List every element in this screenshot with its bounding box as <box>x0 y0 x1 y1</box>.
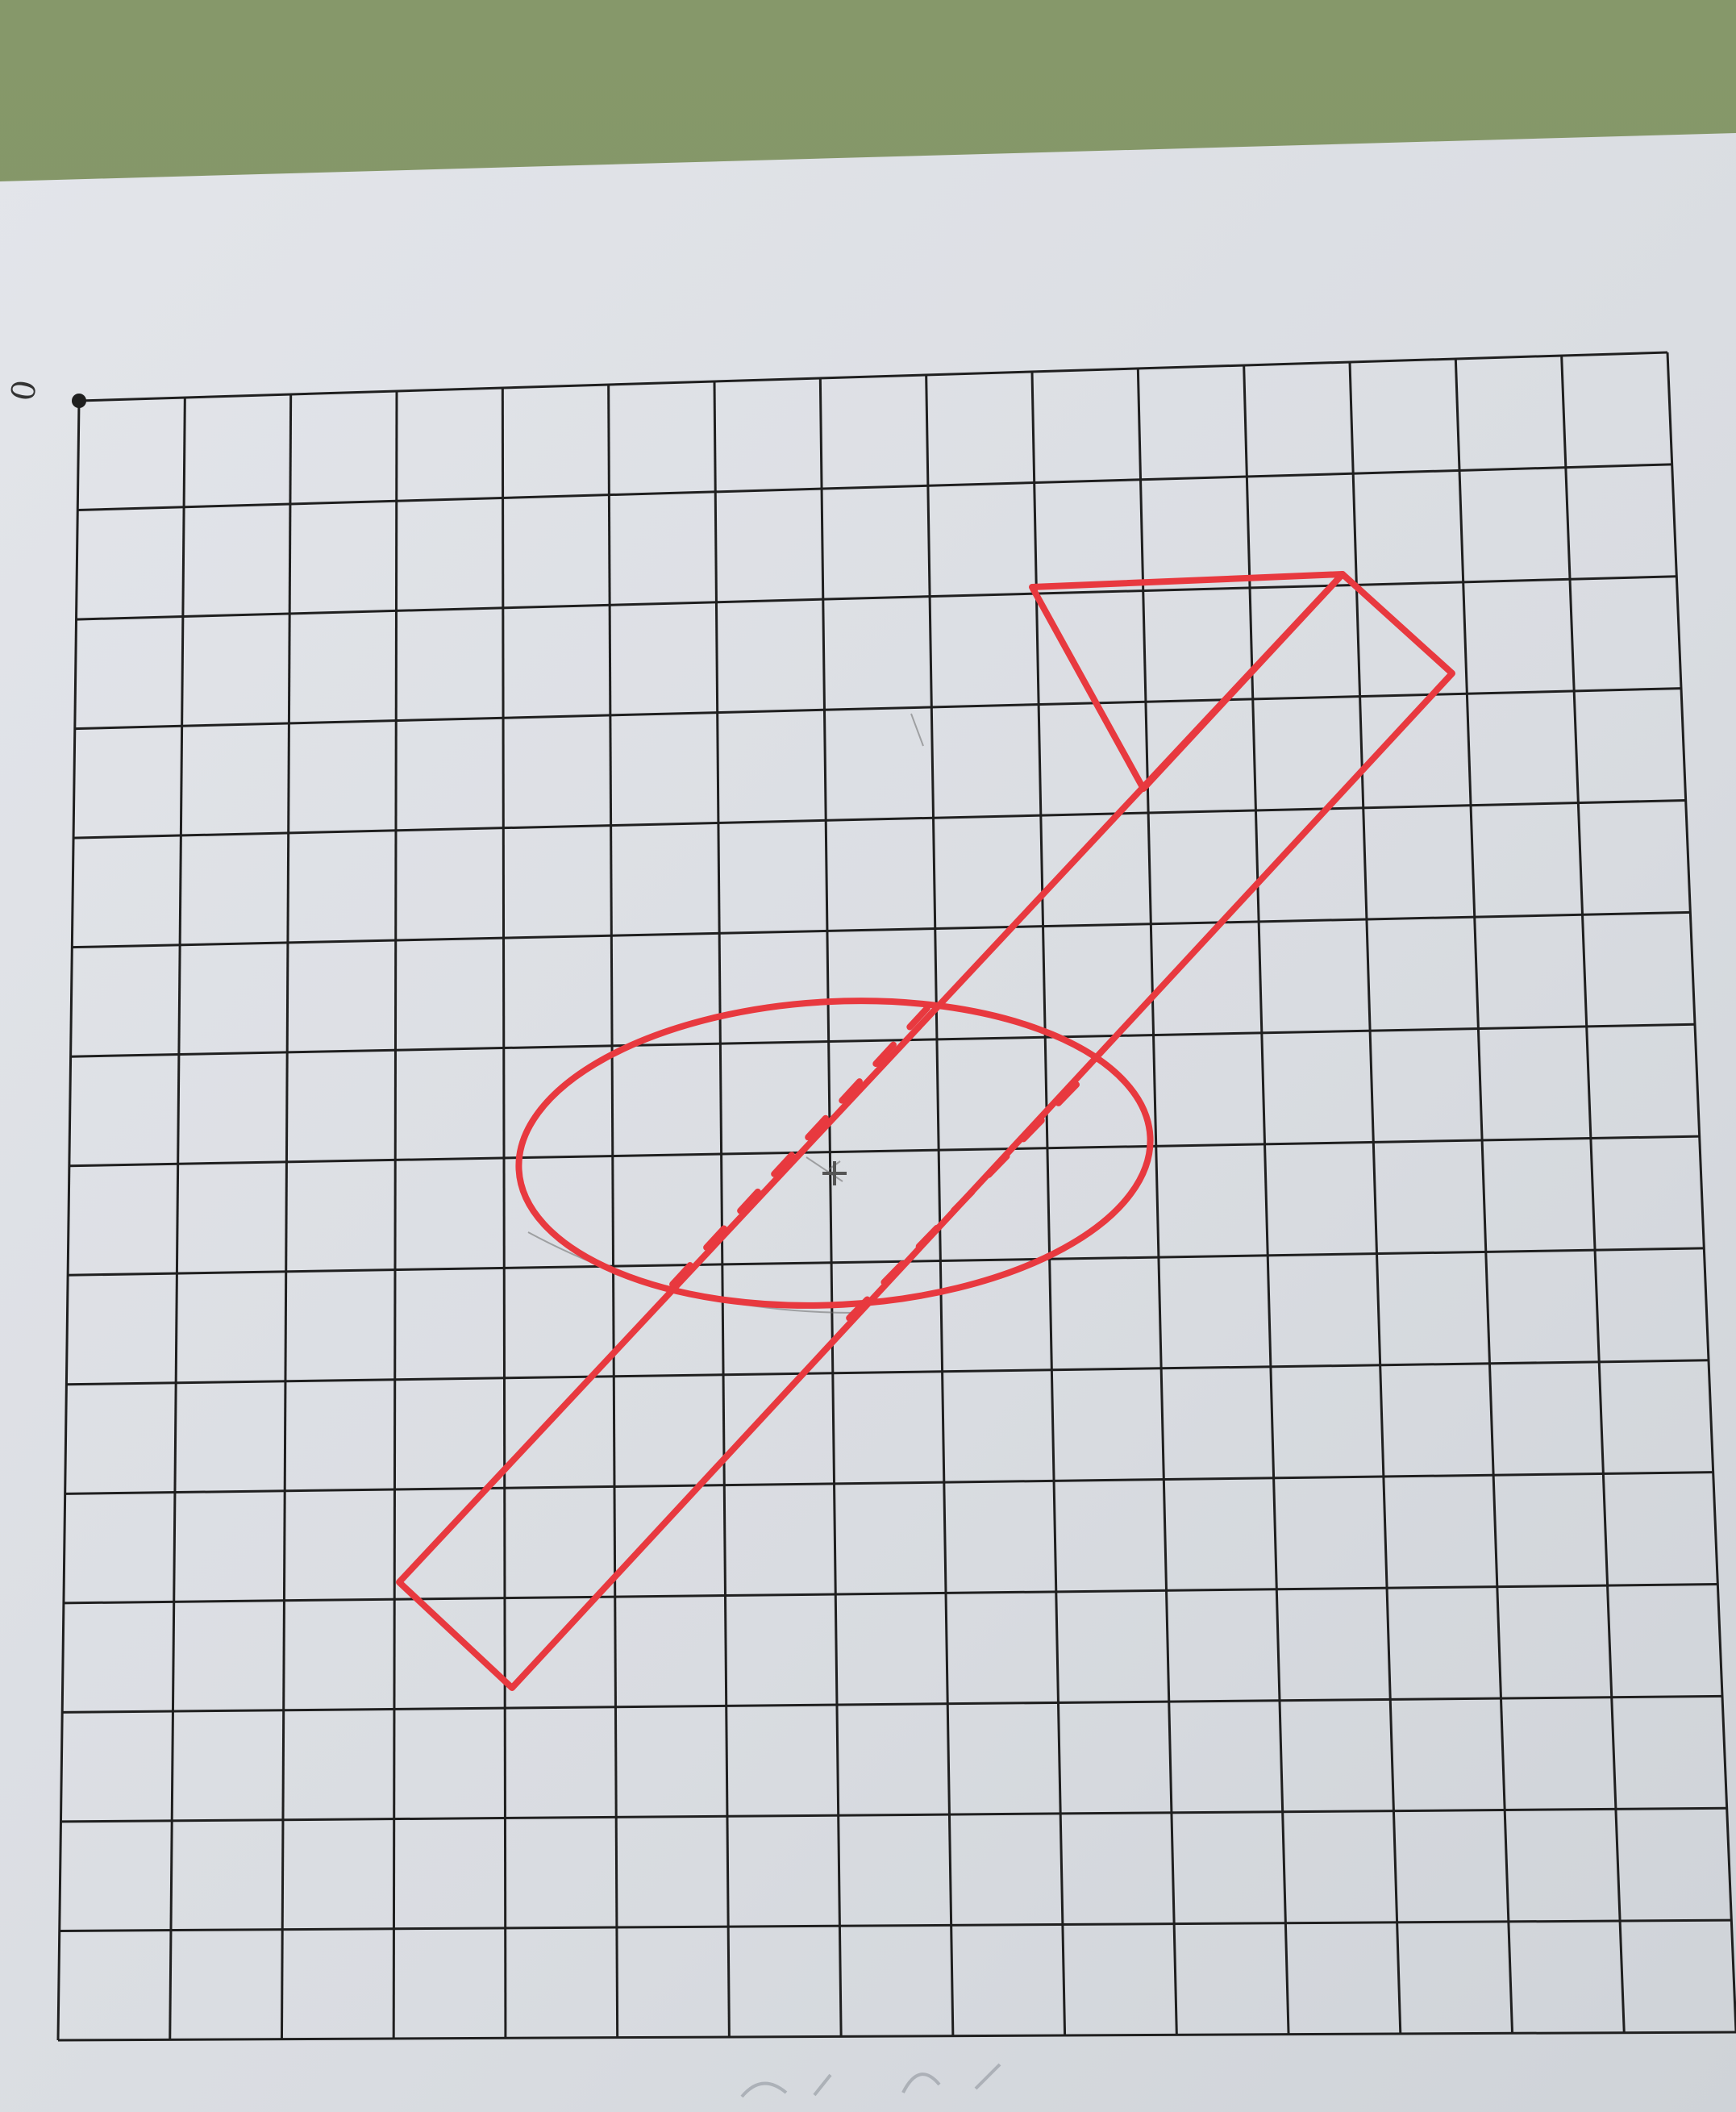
grid-line-vertical <box>392 390 398 2039</box>
grid-line-horizontal <box>63 1583 1718 1605</box>
origin-dot <box>72 394 86 408</box>
grid-line-vertical <box>1243 364 1290 2035</box>
grid-line-vertical <box>607 384 619 2038</box>
grid-line-vertical <box>280 394 293 2039</box>
grid-line-vertical <box>925 374 955 2036</box>
grid <box>56 351 1736 2042</box>
grid-line-vertical <box>1136 368 1178 2035</box>
grid-line-horizontal <box>77 463 1672 512</box>
dashed-edge-lower <box>835 1081 1080 1332</box>
grid-line-horizontal <box>59 1918 1732 1932</box>
grid-line-horizontal <box>69 1135 1700 1168</box>
grid-line-horizontal <box>76 575 1677 621</box>
grid-line-vertical <box>1666 352 1736 2033</box>
grid-line-vertical <box>1454 358 1514 2034</box>
diagonal-bar <box>396 571 1455 1691</box>
grid-line-vertical <box>1030 371 1067 2036</box>
grid-line-horizontal <box>65 1471 1713 1495</box>
grid-line-horizontal <box>68 1247 1705 1277</box>
grid-line-horizontal <box>74 687 1682 731</box>
grid-line-horizontal <box>73 798 1686 839</box>
ellipse-shape <box>515 998 1154 1309</box>
faint-handwriting <box>740 2063 1001 2098</box>
grid-line-vertical <box>713 381 731 2038</box>
grid-line-vertical <box>169 397 186 2040</box>
grid-line-vertical <box>56 400 81 2041</box>
grid-line-vertical <box>818 377 843 2037</box>
grid-line-horizontal <box>60 1806 1727 1823</box>
grid-line-horizontal <box>72 910 1691 949</box>
grid-line-horizontal <box>78 351 1668 402</box>
grid-line-horizontal <box>66 1359 1709 1386</box>
grid-line-horizontal <box>62 1694 1723 1714</box>
grid-line-horizontal <box>57 2031 1736 2042</box>
grid-line-horizontal <box>70 1023 1696 1058</box>
center-mark <box>822 1161 847 1185</box>
grid-line-vertical <box>1348 361 1402 2035</box>
grid-line-vertical <box>501 387 507 2039</box>
red-drawing <box>396 571 1455 1691</box>
dashed-edge-upper <box>656 1005 930 1302</box>
grid-line-vertical <box>1560 355 1626 2033</box>
